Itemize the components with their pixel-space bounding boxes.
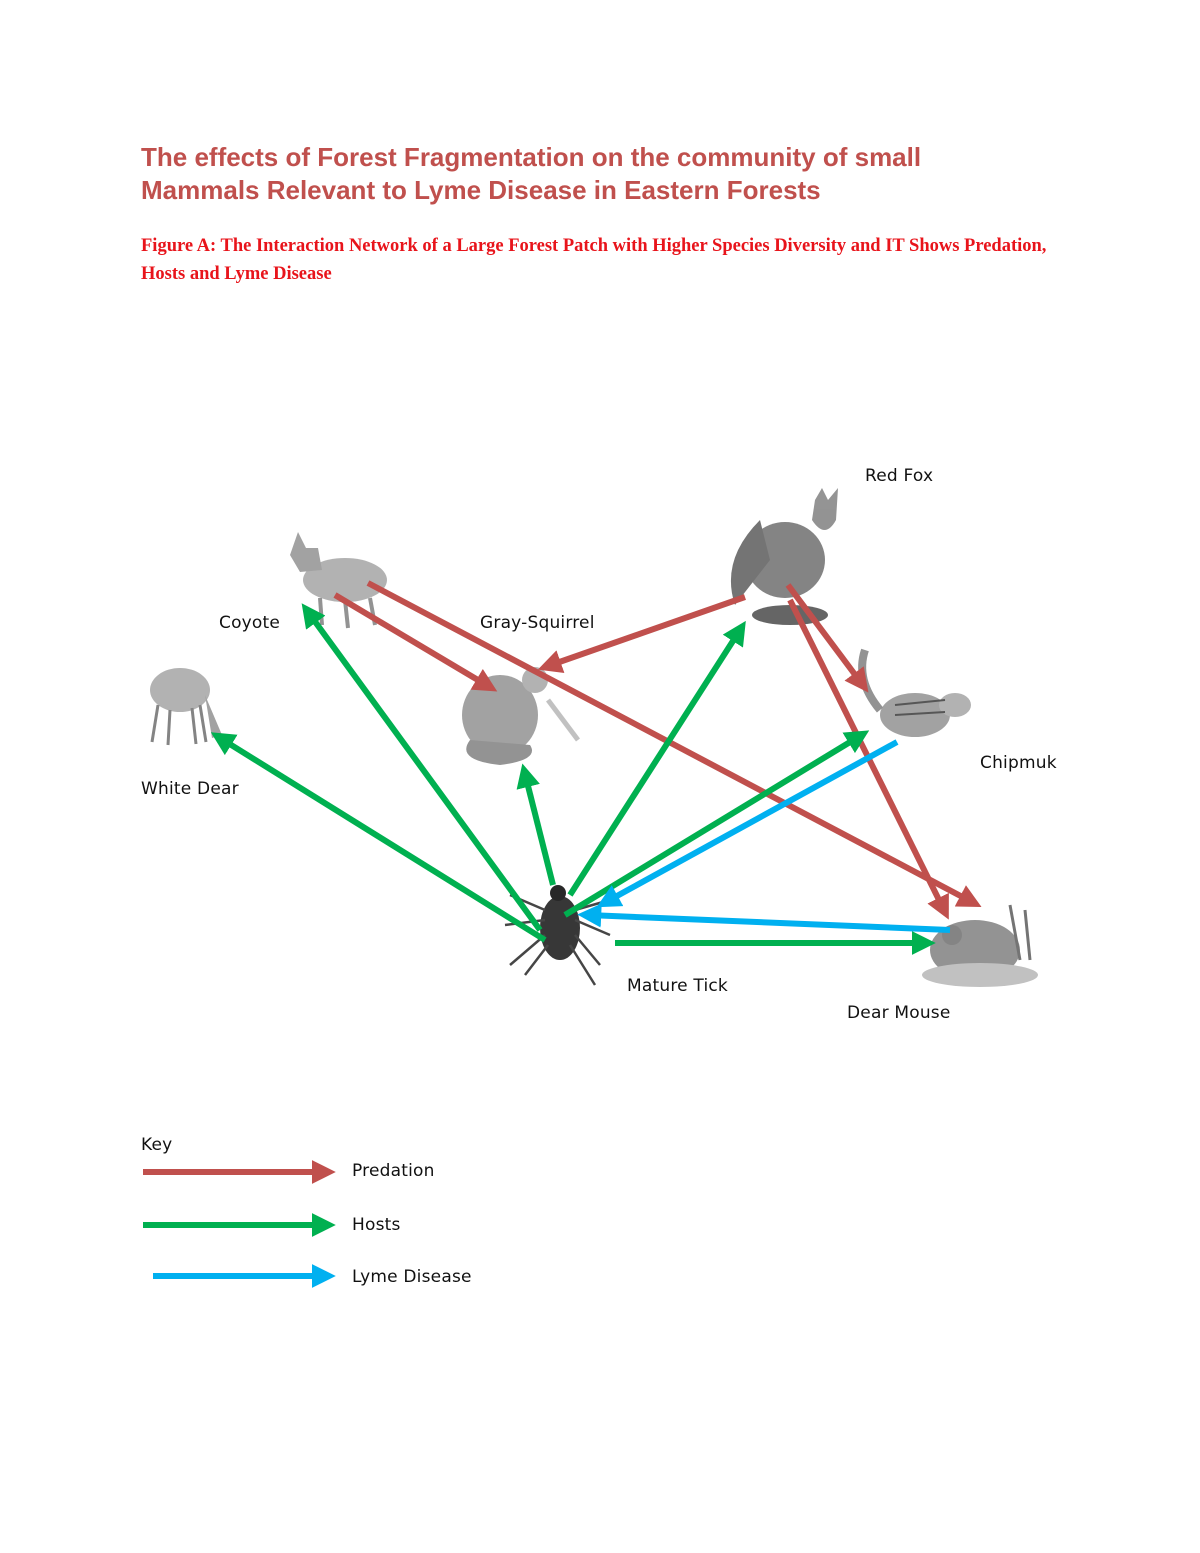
key-label-hosts: Hosts [352, 1215, 401, 1235]
coyote-illustration-icon [290, 532, 387, 629]
fox-illustration-icon [730, 488, 838, 625]
chipmunk-illustration-icon [858, 648, 971, 737]
key-label-predation: Predation [352, 1161, 435, 1181]
label-mature-tick: Mature Tick [627, 976, 728, 996]
label-chipmunk: Chipmuk [980, 753, 1057, 773]
key-label-lyme: Lyme Disease [352, 1267, 472, 1287]
key-title: Key [141, 1135, 173, 1155]
arrow-hosts-tick-to-gray_squirrel [516, 763, 556, 886]
label-deer-mouse: Dear Mouse [847, 1003, 951, 1023]
arrow-predation-coyote-to-gray_squirrel [333, 592, 498, 692]
arrow-lyme-chipmunk-to-tick [596, 739, 899, 908]
label-white-deer: White Dear [141, 779, 239, 799]
mouse-illustration-icon [922, 904, 1038, 987]
arrow-predation-red_fox-to-gray_squirrel [537, 594, 746, 673]
deer-illustration-icon [150, 668, 222, 746]
figure-caption: Figure A: The Interaction Network of a L… [141, 236, 1047, 284]
arrow-hosts-tick-to-coyote [301, 603, 543, 932]
arrow-hosts-tick-to-white_deer [210, 732, 547, 943]
arrow-lyme-mouse-to-tick [577, 903, 951, 933]
document-title: The effects of Forest Fragmentation on t… [141, 142, 922, 205]
squirrel-illustration-icon [462, 667, 580, 765]
label-gray-squirrel: Gray-Squirrel [480, 613, 595, 633]
arrow-hosts-tick-to-red_fox [567, 620, 746, 897]
label-coyote: Coyote [219, 613, 281, 633]
arrow-predation-red_fox-to-mouse [787, 598, 949, 920]
arrow-predation-red_fox-to-chipmunk [785, 583, 869, 693]
label-red-fox: Red Fox [865, 466, 934, 486]
